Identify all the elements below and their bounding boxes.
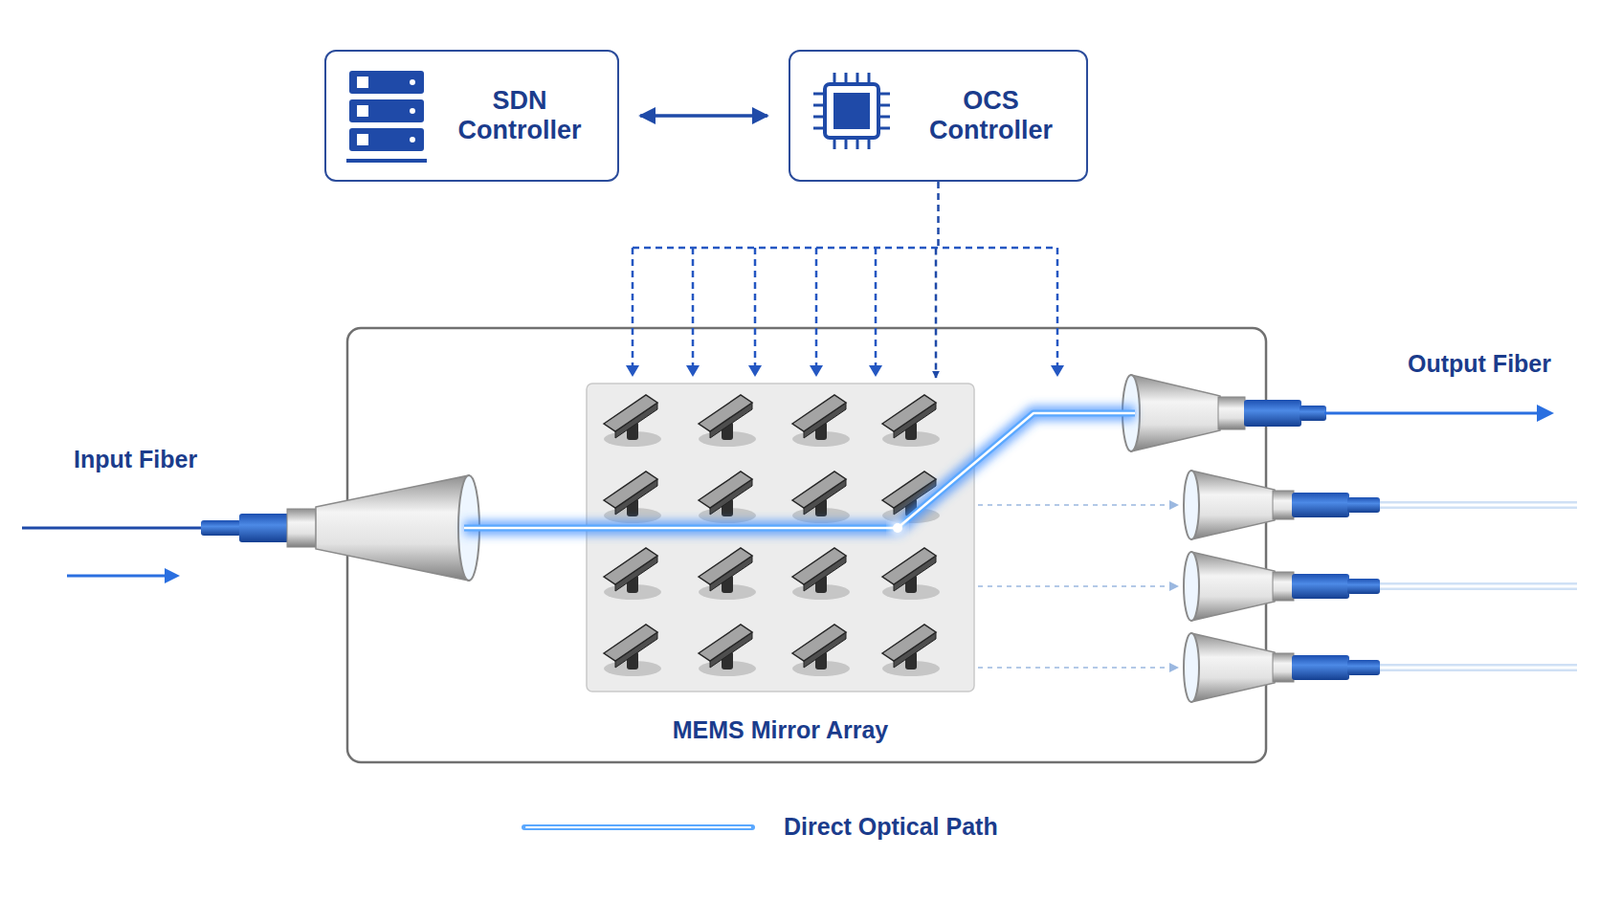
controller-box: SDN Controller <box>324 49 620 182</box>
mirror-array: MEMS Mirror Array <box>586 383 975 692</box>
other-collimators <box>977 470 1578 703</box>
fiber-label: Output Fiber <box>1407 350 1552 378</box>
controller-box: OCS Controller <box>788 49 1089 182</box>
mems-mirror <box>882 395 940 447</box>
double-arrow <box>640 113 768 118</box>
optical-beam <box>464 413 1135 536</box>
mems-mirror <box>792 471 850 524</box>
fiber-label: Input Fiber <box>73 445 198 474</box>
mems-mirror <box>603 395 662 447</box>
mems-mirror <box>792 395 850 447</box>
mems-mirror <box>603 471 662 524</box>
mems-mirror <box>698 624 756 677</box>
control-link <box>935 181 939 378</box>
mirror-panel <box>586 383 975 692</box>
legend-text: Direct Optical Path <box>783 813 999 842</box>
controller-label: OCS Controller <box>914 86 1068 146</box>
controller-label: SDN Controller <box>443 86 597 146</box>
array-caption: MEMS Mirror Array <box>586 716 975 745</box>
chip-icon <box>813 72 890 150</box>
input-collimator <box>22 475 480 581</box>
mems-mirror <box>603 548 662 600</box>
mems-mirror <box>698 548 756 600</box>
idle-collimator <box>977 470 1578 540</box>
control-bus <box>625 247 1065 378</box>
idle-collimator <box>977 552 1578 622</box>
legend-sample <box>524 827 753 829</box>
mems-mirror <box>698 395 756 447</box>
mems-mirror <box>603 624 662 677</box>
output-collimator <box>1122 375 1555 452</box>
mems-mirror <box>792 548 850 600</box>
idle-collimator <box>977 633 1578 703</box>
mems-mirror <box>882 548 940 600</box>
mems-mirror <box>792 624 850 677</box>
housing <box>347 328 1267 763</box>
mems-mirror <box>698 471 756 524</box>
server-icon <box>346 70 427 163</box>
mems-mirror <box>882 624 940 677</box>
